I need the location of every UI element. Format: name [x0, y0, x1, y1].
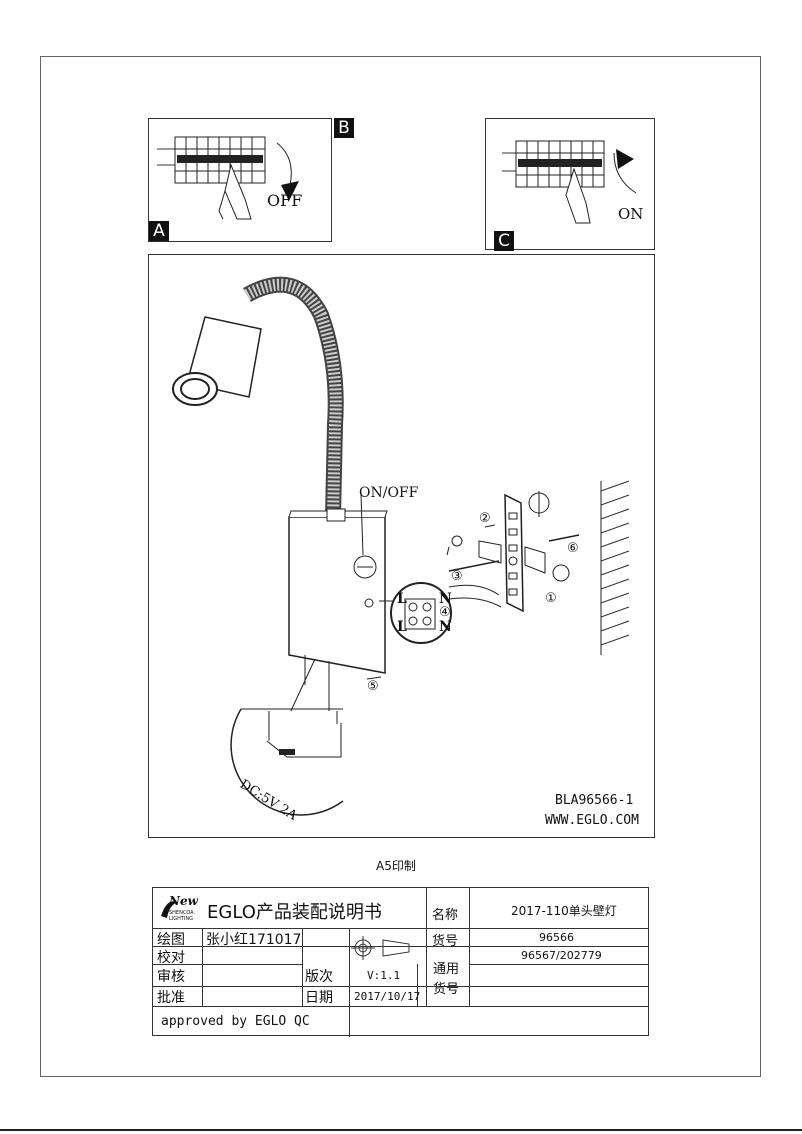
page-border [40, 56, 761, 1077]
website: WWW.EGLO.COM [545, 813, 639, 828]
breaker-switch-on-illustration [502, 140, 637, 224]
terminal-label-n-top: N [439, 591, 452, 607]
print-note: A5印制 [376, 859, 416, 873]
panel-b-tag: B [334, 118, 354, 138]
step-5-label: ⑤ [367, 679, 379, 694]
step-1-label: ① [545, 591, 557, 606]
panel-a: OFF A [148, 118, 332, 242]
terminal-label-n-bottom: N [439, 619, 452, 635]
general-label-2: 货号 [433, 982, 460, 997]
panel-b: ON/OFF L N L N ④ ② ③ ① ⑥ ⑤ DC:5V 2A BLA9… [148, 254, 655, 838]
logo-text: New [169, 894, 198, 908]
wall-lamp-assembly-diagram [172, 276, 630, 816]
bottom-rule [0, 1129, 802, 1131]
step-4-label: ④ [439, 605, 451, 620]
switch-off-label: OFF [267, 191, 303, 210]
title-block: New SHENCOA LIGHTING EGLO产品装配说明书 名称 2017… [152, 887, 649, 1037]
version-value: V:1.1 [367, 969, 401, 982]
on-off-label: ON/OFF [359, 485, 419, 501]
projection-symbol-icon [351, 936, 410, 960]
panel-c: ON C [485, 118, 655, 251]
document-title: EGLO产品装配说明书 [207, 902, 382, 923]
item-label: 货号 [432, 934, 459, 949]
approved-text: approved by EGLO QC [161, 1014, 310, 1029]
step-2-label: ② [479, 511, 491, 526]
terminal-label-l-top: L [397, 591, 407, 607]
drawing-label: 绘图 [157, 932, 185, 948]
logo-subtitle-1: SHENCOA [169, 910, 194, 916]
switch-on-label: ON [618, 205, 644, 223]
logo-subtitle-2: LIGHTING [169, 916, 194, 922]
check-label: 校对 [157, 950, 185, 966]
step-6-label: ⑥ [567, 541, 579, 556]
review-label: 审核 [157, 969, 185, 985]
drawing-value: 张小红171017 [206, 932, 302, 948]
date-label: 日期 [305, 990, 333, 1006]
shencoa-logo-mark [161, 901, 177, 918]
general-label-1: 通用 [433, 962, 460, 977]
date-value: 2017/10/17 [354, 990, 421, 1003]
name-label: 名称 [432, 908, 459, 923]
panel-c-tag: C [494, 231, 514, 251]
breaker-switch-off-illustration [157, 136, 299, 220]
version-label: 版次 [305, 969, 333, 985]
panel-a-tag: A [149, 221, 169, 241]
terminal-label-l-bottom: L [397, 619, 407, 635]
model-code: BLA96566-1 [555, 793, 634, 808]
item-value: 96566 [539, 931, 574, 944]
general-value: 96567/202779 [521, 949, 602, 962]
step-3-label: ③ [451, 569, 463, 584]
name-value: 2017-110单头壁灯 [511, 904, 617, 918]
approve-label: 批准 [157, 990, 185, 1006]
